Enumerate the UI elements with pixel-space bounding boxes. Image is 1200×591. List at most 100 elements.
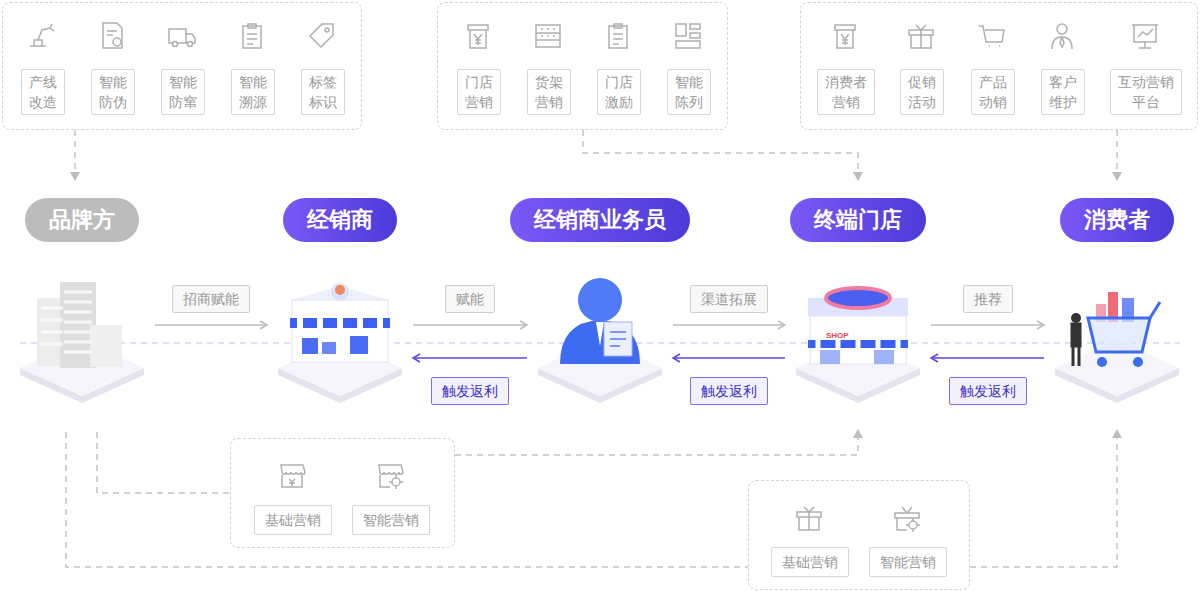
edge-label: 赋能 [445,285,495,313]
tag-box: 基础营销 [254,505,332,535]
tag-box: 产品 动销 [971,69,1015,115]
drawn-path [596,322,604,346]
drawn-rect [292,300,388,362]
dashed-connector [66,432,748,567]
tag-text: 智能 防窜 [169,72,197,112]
drawn-use [797,507,821,530]
drawn-path [300,318,380,328]
drawn-path [41,308,63,344]
drawn-use [676,24,700,48]
drawn-use [1132,25,1158,48]
tag-box: 智能营销 [869,547,947,577]
drawn-use [281,465,305,487]
tag-box: 智能 溯源 [231,69,275,115]
tag-text: 智能营销 [363,510,419,530]
drawn-rect [820,350,840,364]
tag-text: 智能 防伪 [99,72,127,112]
drawn-use [979,26,1004,46]
dashed-connector [970,430,1117,567]
tag-text: 基础营销 [782,552,838,572]
dashed-group: 门店 营销 货架 营销 门店 激励 智能 陈列 [437,2,728,130]
edge-label: 渠道拓展 [690,285,768,313]
dashed-connector [74,130,76,180]
tag-box: 门店 激励 [597,69,641,115]
bottom-icons [281,465,920,532]
drawn-use [468,25,488,48]
drawn-use [1052,24,1072,49]
drawn-circle [1071,313,1081,323]
tag-text: 智能 陈列 [675,72,703,112]
role-pill: 消费者 [1060,198,1174,242]
dashed-connector [455,430,858,455]
drawn-circle [331,283,349,301]
tag-text: 消费者 营销 [825,72,867,112]
tag-text: 产线 改造 [29,72,57,112]
drawn-rect [604,322,632,356]
drawn-path [1072,324,1080,366]
tag-text: 促销 活动 [908,72,936,112]
tag-box: 产线 改造 [21,69,65,115]
drawn-use [536,25,560,47]
brand-illustration [20,282,144,403]
drawn-rect [322,342,336,354]
tag-box: 货架 营销 [527,69,571,115]
drawn-circle [578,278,622,322]
tag-box: 促销 活动 [900,69,944,115]
drawn-use [909,25,933,48]
tag-box: 互动营销 平台 [1110,69,1182,115]
tag-text: 互动营销 平台 [1118,72,1174,112]
drawn-circle [1133,357,1143,367]
stage-node: 经销商 [277,198,403,400]
store-illustration [796,288,920,403]
drawn-use [310,24,333,47]
dashed-group: 基础营销 智能营销 [230,438,455,548]
top-icons [30,23,1158,49]
dashed-group: 消费者 营销 促销 活动 产品 动销 客户 维护互动营销 平台 [800,2,1198,130]
dashed-connector [1116,130,1118,180]
dashed-group: 基础营销 智能营销 [748,480,970,590]
drawn-use [30,24,54,46]
tag-box: 消费者 营销 [817,69,875,115]
tag-box: 门店 营销 [457,69,501,115]
consumer-illustration [1055,292,1179,403]
role-pill: 经销商 [283,198,397,242]
drawn-rect [874,350,894,364]
flow-arrow [413,357,527,359]
tag-text: 智能营销 [880,552,936,572]
drawn-path [818,340,898,348]
drawn-path [610,332,626,346]
tag-box: 客户 维护 [1041,69,1085,115]
drawn-path [1088,318,1150,352]
flow-arrow [931,357,1044,359]
drawn-circle [335,285,345,295]
tag-box: 标签 标识 [301,69,345,115]
flow-arrow [155,324,267,326]
tag-text: 门店 激励 [605,72,633,112]
drawn-use [103,23,122,48]
drawn-rect [350,336,368,354]
tag-text: 门店 营销 [465,72,493,112]
edge-label: 触发返利 [949,377,1027,405]
edge-label: 触发返利 [431,377,509,405]
flow-arrow [413,324,527,326]
stage-node: 经销商业务员 [537,198,663,400]
drawn-path [560,320,640,364]
drawn-path [1150,302,1160,318]
dealer-illustration [278,283,402,403]
role-pill: 品牌方 [25,198,139,242]
drawn-use [895,507,920,532]
edge-label: 推荐 [963,285,1013,313]
drawn-use [169,29,195,47]
role-pill: 经销商业务员 [510,198,690,242]
tag-text: 标签 标识 [309,72,337,112]
flow-arrow [931,324,1044,326]
tag-box: 智能 陈列 [667,69,711,115]
flow-arrow [673,324,785,326]
dashed-group: 产线 改造 智能 防伪 智能 防窜 智能 溯源 标签 标识 [2,2,362,130]
flow-arrow [673,357,785,359]
stage-node: 终端门店 [795,198,921,400]
tag-text: 产品 动销 [979,72,1007,112]
drawn-path [64,292,92,352]
stage-node: 品牌方 [19,198,145,400]
